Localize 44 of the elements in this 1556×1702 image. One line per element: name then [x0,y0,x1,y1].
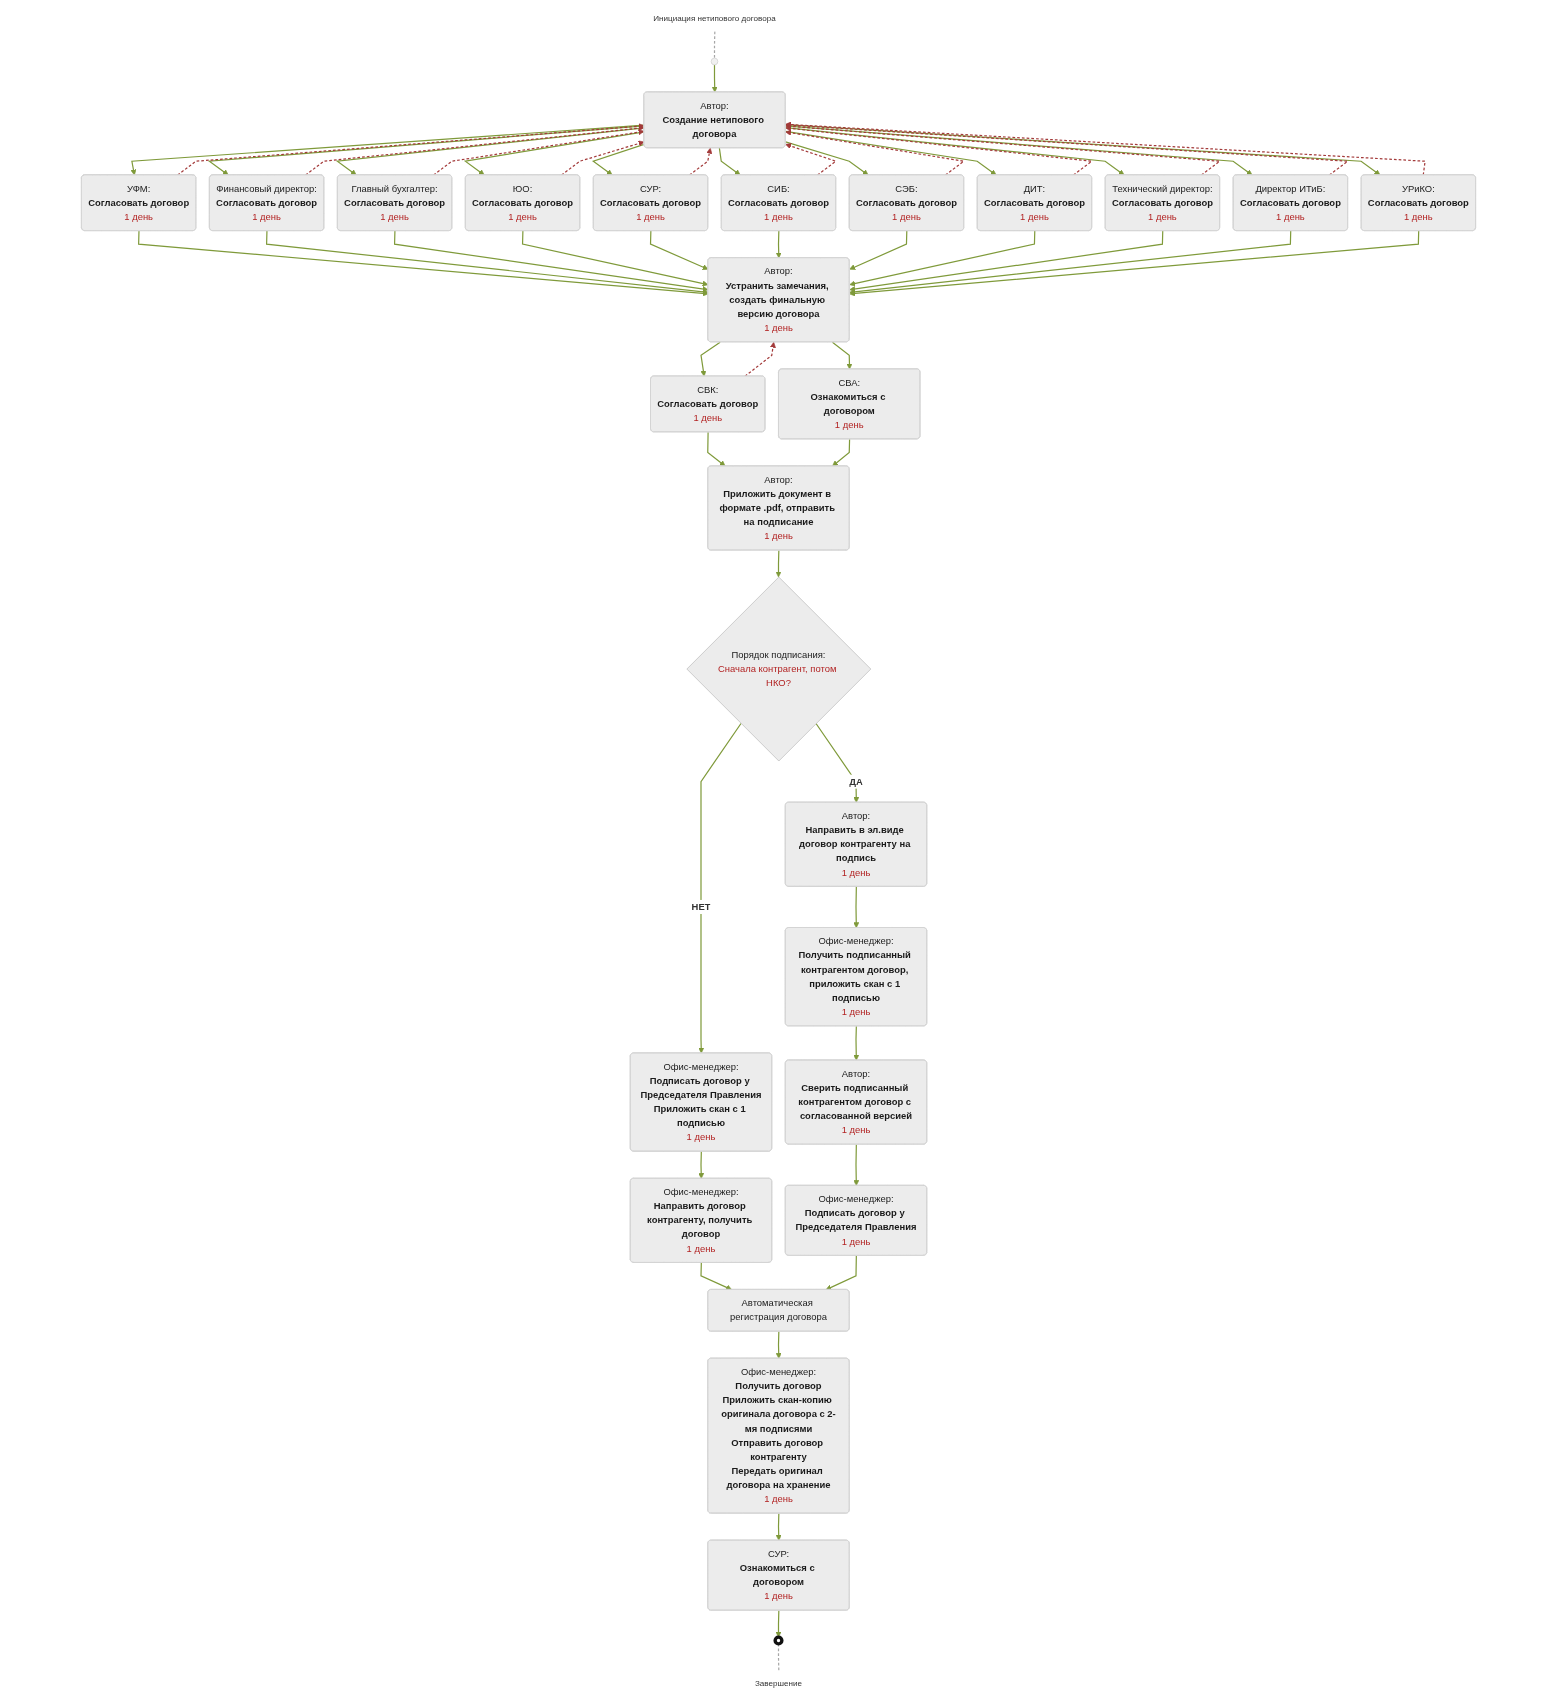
arrow [265,230,708,295]
node-text: Завершение [754,1678,802,1689]
arrow [697,1150,704,1179]
node-text: Инициация нетипового договора [652,13,776,24]
arrow [649,230,708,270]
edge-label: НЕТ [691,901,710,912]
arrow [775,549,781,578]
arrow [848,230,1419,297]
arrow [699,1262,732,1291]
arrow [848,230,1163,292]
arrow [775,230,782,259]
arrow [706,431,725,467]
edge-label: ДА [848,775,863,787]
arrow [831,341,852,370]
arrow [784,141,868,176]
arrow [784,143,837,176]
arrow [825,1255,857,1291]
arrow [852,1143,859,1186]
arrow [848,230,1291,295]
connector [713,30,715,59]
arrow [814,722,859,803]
arrow [852,886,859,929]
arrow [711,64,718,93]
node-diamond: Порядок подписания: Сначала контрагент, потом НКО? [686,576,871,762]
arrow [137,230,708,297]
arrow [775,1330,782,1359]
node-circle [772,1635,784,1646]
arrow [848,230,1035,287]
arrow [852,1025,859,1061]
arrow [831,438,850,467]
arrow [775,1512,782,1541]
connector [777,1643,779,1672]
arrow [848,230,907,270]
arrow [393,230,708,292]
arrow [697,722,742,1054]
arrow [775,1609,781,1638]
arrow [699,341,721,377]
arrow [591,143,645,176]
arrow [463,131,645,176]
arrow [521,230,708,287]
arrow [784,130,996,176]
node-circle [710,57,718,66]
arrow [784,129,965,176]
arrow [718,147,740,176]
